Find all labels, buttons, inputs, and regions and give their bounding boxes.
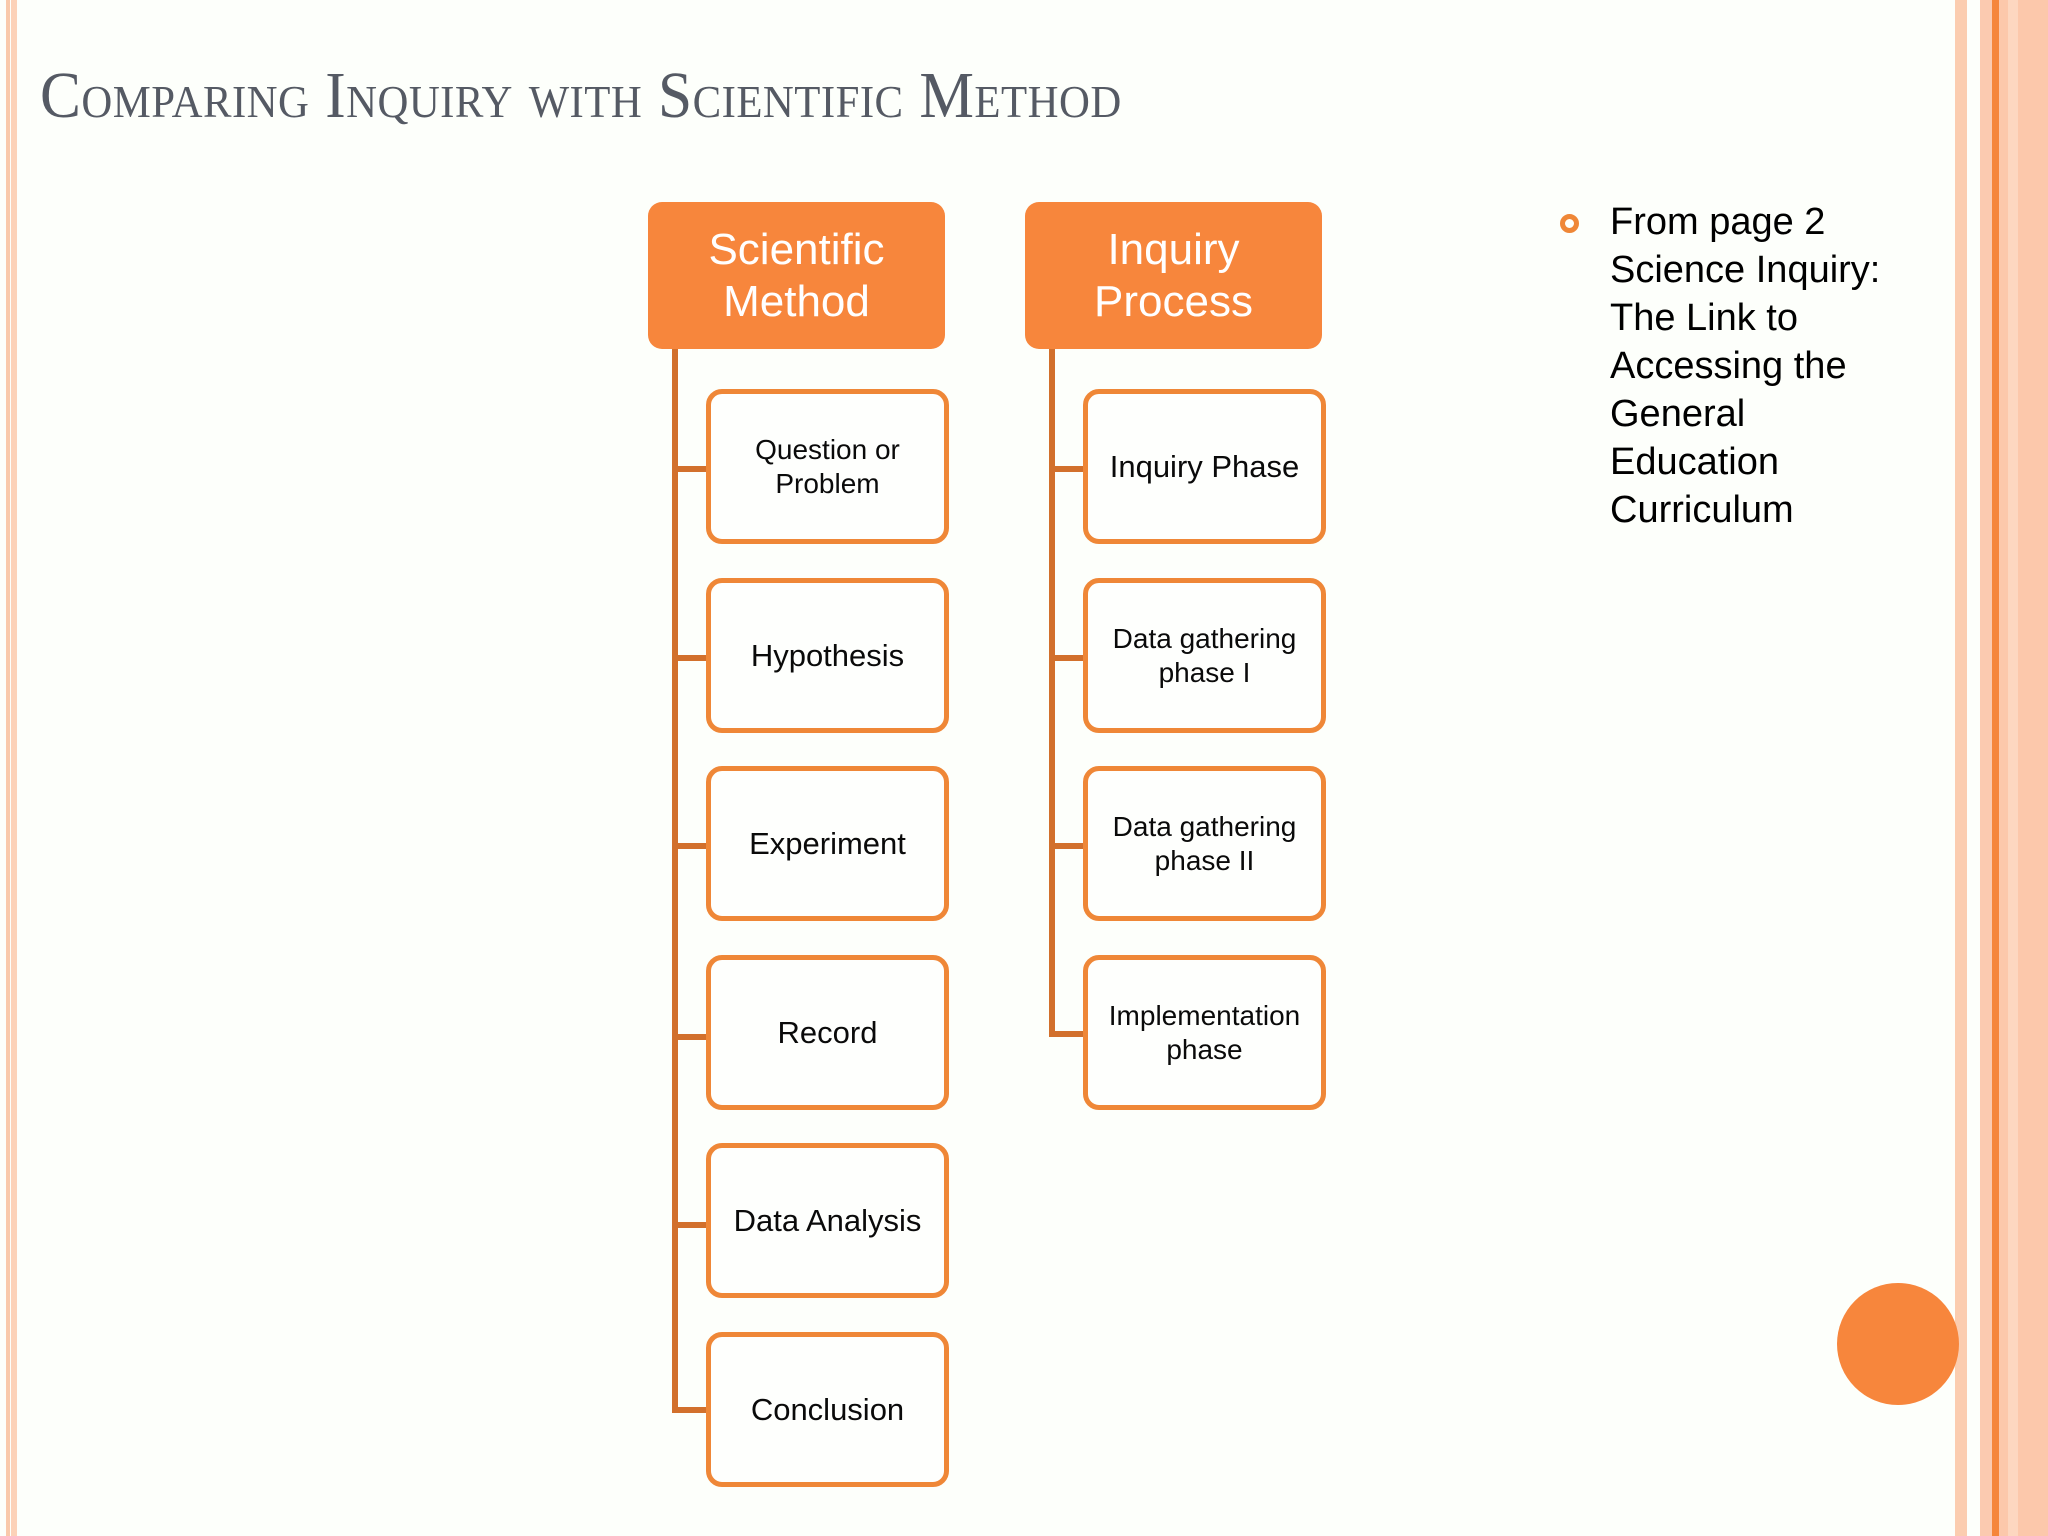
node-implementation-phase[interactable]: Implementation phase — [1083, 955, 1326, 1110]
right-border-stripe-2 — [1980, 0, 1992, 1536]
connector-trunk-inquiry-process — [1049, 349, 1055, 1037]
node-conclusion[interactable]: Conclusion — [706, 1332, 949, 1487]
right-border-stripe-4 — [1999, 0, 2008, 1536]
connector-stub — [672, 843, 712, 849]
node-data-gathering-phase-2[interactable]: Data gathering phase II — [1083, 766, 1326, 921]
node-hypothesis[interactable]: Hypothesis — [706, 578, 949, 733]
list-item: From page 2 Science Inquiry: The Link to… — [1560, 198, 2010, 534]
node-experiment[interactable]: Experiment — [706, 766, 949, 921]
left-border-stripe-thin — [6, 0, 10, 1536]
node-data-gathering-phase-1[interactable]: Data gathering phase I — [1083, 578, 1326, 733]
orange-circle-decoration — [1837, 1283, 1959, 1405]
connector-stub — [1049, 1031, 1089, 1037]
node-record[interactable]: Record — [706, 955, 949, 1110]
connector-stub — [672, 466, 712, 472]
right-border-stripe-6 — [2018, 0, 2048, 1536]
node-data-analysis[interactable]: Data Analysis — [706, 1143, 949, 1298]
right-border-stripe-5 — [2008, 0, 2018, 1536]
right-border-stripe-1 — [1955, 0, 1967, 1536]
notes-text: From page 2 Science Inquiry: The Link to… — [1610, 201, 1881, 531]
notes-block: From page 2 Science Inquiry: The Link to… — [1560, 198, 2010, 534]
connector-stub — [672, 655, 712, 661]
column-header-scientific-method[interactable]: Scientific Method — [648, 202, 945, 349]
connector-stub — [1049, 843, 1089, 849]
node-inquiry-phase[interactable]: Inquiry Phase — [1083, 389, 1326, 544]
node-question-or-problem[interactable]: Question or Problem — [706, 389, 949, 544]
hollow-circle-bullet-icon — [1560, 214, 1579, 233]
connector-trunk-scientific-method — [672, 349, 678, 1413]
connector-stub — [1049, 466, 1089, 472]
right-border-stripe-accent — [1992, 0, 1999, 1536]
connector-stub — [672, 1222, 712, 1228]
left-border-stripe-wide — [11, 0, 17, 1536]
connector-stub — [1049, 655, 1089, 661]
column-header-inquiry-process[interactable]: Inquiry Process — [1025, 202, 1322, 349]
connector-stub — [672, 1034, 712, 1040]
page-title: Comparing Inquiry with Scientific Method — [40, 59, 1122, 132]
connector-stub — [672, 1407, 712, 1413]
